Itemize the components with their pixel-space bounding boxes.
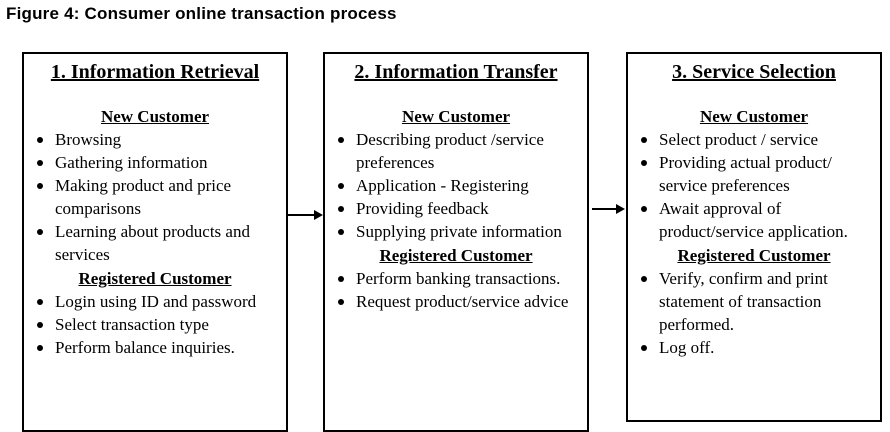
list-item: Learning about products and services — [34, 220, 276, 266]
list-item: Providing actual product/ service prefer… — [638, 151, 870, 197]
list-item: Login using ID and password — [34, 290, 276, 313]
bullet-icon — [338, 276, 344, 282]
registered-customer-list: Login using ID and password Select trans… — [34, 290, 276, 359]
new-customer-heading: New Customer — [401, 107, 511, 126]
bullet-icon — [37, 322, 43, 328]
new-customer-heading: New Customer — [699, 107, 809, 126]
list-item: Providing feedback — [335, 197, 577, 220]
stage-box-service-selection: 3. Service Selection New Customer Select… — [626, 52, 882, 422]
stage-box-information-transfer: 2. Information Transfer New Customer Des… — [323, 52, 589, 432]
stage-title: 1. Information Retrieval — [50, 61, 260, 83]
bullet-icon — [641, 206, 647, 212]
list-item: Browsing — [34, 128, 276, 151]
list-item: Verify, confirm and print statement of t… — [638, 267, 870, 336]
list-item: Perform banking transactions. — [335, 267, 577, 290]
list-item: Select transaction type — [34, 313, 276, 336]
list-item: Request product/service advice — [335, 290, 577, 313]
new-customer-heading: New Customer — [100, 107, 210, 126]
list-item: Describing product /service preferences — [335, 128, 577, 174]
bullet-icon — [338, 299, 344, 305]
bullet-icon — [338, 137, 344, 143]
list-item: Log off. — [638, 336, 870, 359]
arrow-right-icon — [592, 204, 625, 214]
bullet-icon — [641, 137, 647, 143]
stage-title: 2. Information Transfer — [354, 61, 558, 83]
list-item: Select product / service — [638, 128, 870, 151]
figure-title: Figure 4: Consumer online transaction pr… — [6, 4, 397, 23]
list-item: Perform balance inquiries. — [34, 336, 276, 359]
bullet-icon — [37, 183, 43, 189]
bullet-icon — [338, 183, 344, 189]
bullet-icon — [37, 229, 43, 235]
arrow-right-icon — [288, 210, 323, 220]
registered-customer-heading: Registered Customer — [677, 246, 831, 265]
bullet-icon — [338, 229, 344, 235]
registered-customer-heading: Registered Customer — [379, 246, 533, 265]
bullet-icon — [37, 137, 43, 143]
list-item: Await approval of product/service applic… — [638, 197, 870, 243]
registered-customer-heading: Registered Customer — [78, 269, 232, 288]
list-item: Gathering information — [34, 151, 276, 174]
new-customer-list: Browsing Gathering information Making pr… — [34, 128, 276, 266]
bullet-icon — [641, 276, 647, 282]
stage-title: 3. Service Selection — [672, 61, 836, 83]
bullet-icon — [641, 345, 647, 351]
stage-box-information-retrieval: 1. Information Retrieval New Customer Br… — [22, 52, 288, 432]
list-item: Making product and price comparisons — [34, 174, 276, 220]
new-customer-list: Select product / service Providing actua… — [638, 128, 870, 243]
bullet-icon — [641, 160, 647, 166]
bullet-icon — [37, 160, 43, 166]
registered-customer-list: Verify, confirm and print statement of t… — [638, 267, 870, 359]
bullet-icon — [37, 345, 43, 351]
list-item: Supplying private information — [335, 220, 577, 243]
list-item: Application - Registering — [335, 174, 577, 197]
registered-customer-list: Perform banking transactions. Request pr… — [335, 267, 577, 313]
new-customer-list: Describing product /service preferences … — [335, 128, 577, 243]
bullet-icon — [338, 206, 344, 212]
bullet-icon — [37, 299, 43, 305]
